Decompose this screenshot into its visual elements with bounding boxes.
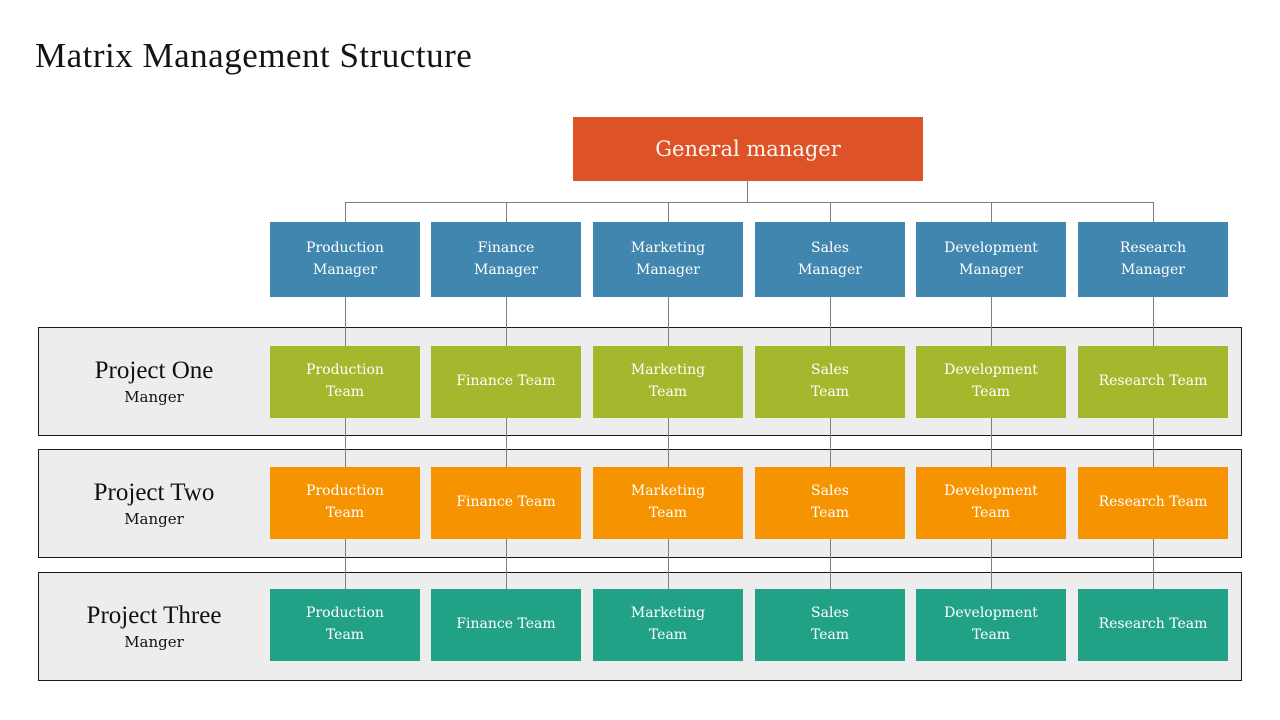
node-finance-manager: Finance Manager <box>431 222 581 297</box>
node-p2-development-team: Development Team <box>916 467 1066 539</box>
node-p2-research-team: Research Team <box>1078 467 1228 539</box>
connector-line <box>747 181 748 202</box>
node-production-manager: Production Manager <box>270 222 420 297</box>
node-p3-development-team: Development Team <box>916 589 1066 661</box>
project-one-label: Project One Manger <box>38 327 270 436</box>
node-p3-production-team: Production Team <box>270 589 420 661</box>
project-subtitle: Manger <box>124 633 184 652</box>
node-p1-development-team: Development Team <box>916 346 1066 418</box>
node-development-manager: Development Manager <box>916 222 1066 297</box>
project-two-label: Project Two Manger <box>38 449 270 558</box>
project-three-label: Project Three Manger <box>38 572 270 681</box>
page-title: Matrix Management Structure <box>35 36 473 75</box>
node-p1-sales-team: Sales Team <box>755 346 905 418</box>
node-p2-sales-team: Sales Team <box>755 467 905 539</box>
project-name: Project Two <box>93 478 215 506</box>
node-marketing-manager: Marketing Manager <box>593 222 743 297</box>
project-subtitle: Manger <box>124 388 184 407</box>
node-sales-manager: Sales Manager <box>755 222 905 297</box>
project-name: Project One <box>94 356 214 384</box>
node-p3-sales-team: Sales Team <box>755 589 905 661</box>
node-p1-production-team: Production Team <box>270 346 420 418</box>
node-p2-finance-team: Finance Team <box>431 467 581 539</box>
node-general-manager: General manager <box>573 117 923 181</box>
node-p2-production-team: Production Team <box>270 467 420 539</box>
node-research-manager: Research Manager <box>1078 222 1228 297</box>
node-p2-marketing-team: Marketing Team <box>593 467 743 539</box>
connector-line <box>345 202 1153 203</box>
project-subtitle: Manger <box>124 510 184 529</box>
node-p3-finance-team: Finance Team <box>431 589 581 661</box>
node-p1-marketing-team: Marketing Team <box>593 346 743 418</box>
project-name: Project Three <box>86 601 222 629</box>
node-p1-research-team: Research Team <box>1078 346 1228 418</box>
node-p3-research-team: Research Team <box>1078 589 1228 661</box>
node-p1-finance-team: Finance Team <box>431 346 581 418</box>
node-p3-marketing-team: Marketing Team <box>593 589 743 661</box>
